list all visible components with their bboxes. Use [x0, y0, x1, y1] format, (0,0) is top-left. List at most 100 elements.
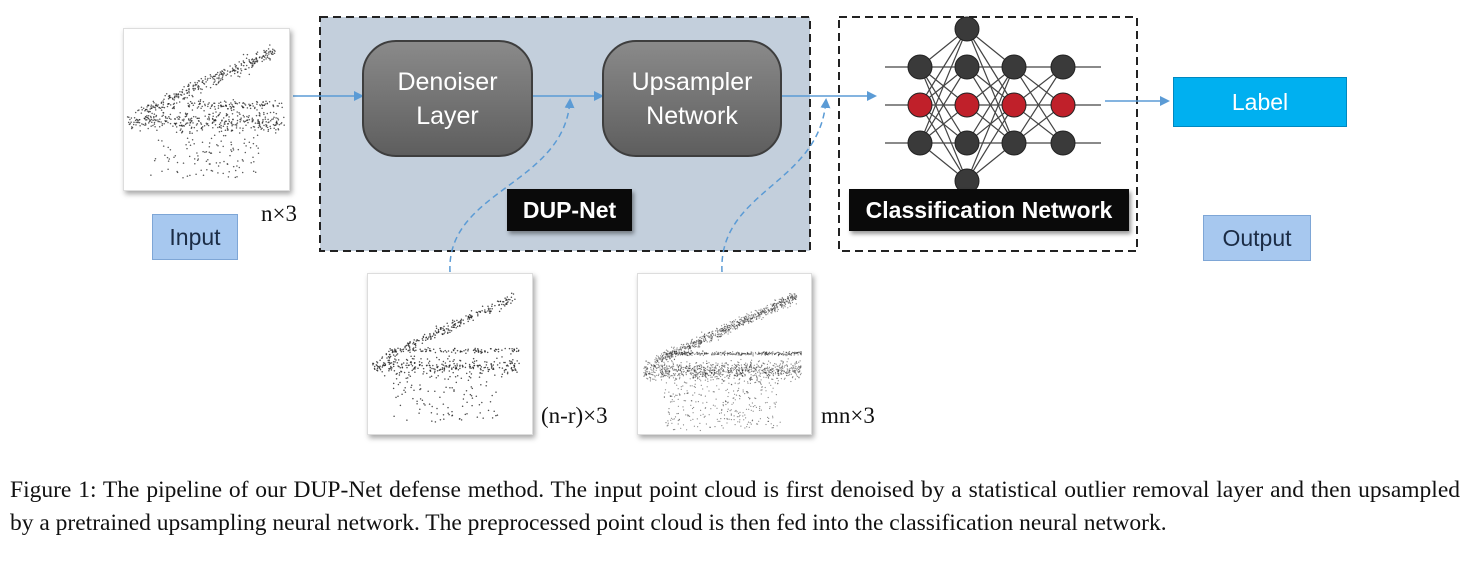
- point: [224, 134, 227, 137]
- point: [683, 350, 685, 352]
- point: [494, 304, 496, 307]
- point: [716, 353, 718, 355]
- point: [202, 82, 205, 85]
- point: [224, 69, 226, 71]
- point: [128, 123, 131, 126]
- point: [782, 368, 784, 370]
- point: [662, 367, 664, 370]
- point: [243, 61, 245, 64]
- point: [794, 364, 796, 366]
- point: [678, 378, 681, 380]
- point: [454, 375, 457, 378]
- point: [685, 347, 688, 349]
- point: [446, 322, 448, 325]
- point: [239, 127, 241, 129]
- point: [392, 363, 395, 365]
- point: [144, 122, 147, 125]
- point: [379, 359, 381, 362]
- point: [423, 402, 425, 405]
- point: [768, 366, 771, 368]
- point: [477, 365, 479, 368]
- point: [655, 359, 658, 361]
- point: [775, 306, 777, 308]
- point: [721, 425, 723, 427]
- point: [773, 365, 775, 367]
- point: [518, 362, 520, 365]
- point: [750, 311, 752, 313]
- point: [246, 53, 249, 56]
- point: [224, 129, 227, 131]
- point: [677, 374, 679, 377]
- point: [768, 360, 770, 362]
- point: [435, 356, 438, 359]
- point: [782, 362, 784, 364]
- point: [471, 404, 473, 407]
- point: [426, 364, 428, 367]
- point: [694, 380, 696, 382]
- point: [149, 110, 151, 113]
- point: [783, 305, 785, 307]
- point: [744, 353, 746, 355]
- point: [459, 367, 461, 370]
- point: [680, 368, 682, 370]
- point: [198, 120, 200, 122]
- point: [254, 129, 256, 131]
- point: [674, 373, 677, 375]
- point: [713, 374, 715, 376]
- point: [481, 372, 483, 375]
- point: [492, 368, 495, 370]
- point: [210, 137, 213, 140]
- point: [442, 360, 445, 363]
- point: [679, 375, 681, 377]
- point: [151, 121, 153, 124]
- point: [203, 125, 206, 127]
- point: [702, 367, 704, 369]
- point: [167, 95, 170, 97]
- point: [234, 100, 236, 103]
- point: [750, 423, 752, 425]
- point: [400, 370, 403, 373]
- point: [392, 382, 395, 385]
- point: [477, 313, 479, 315]
- point: [666, 365, 668, 367]
- point: [683, 346, 685, 348]
- point: [770, 371, 772, 374]
- point: [406, 362, 408, 364]
- point: [765, 376, 767, 379]
- point: [263, 49, 265, 52]
- point: [714, 426, 716, 428]
- point: [269, 51, 271, 53]
- point: [662, 376, 664, 378]
- point: [217, 144, 219, 147]
- point: [467, 320, 469, 323]
- point: [442, 327, 444, 330]
- point: [768, 371, 770, 373]
- point: [743, 367, 745, 369]
- point: [767, 313, 769, 315]
- point: [162, 145, 165, 147]
- point: [468, 314, 471, 316]
- point: [399, 366, 402, 369]
- point: [676, 364, 678, 366]
- point: [219, 162, 221, 164]
- point: [259, 115, 261, 117]
- point: [252, 137, 255, 139]
- point: [731, 364, 733, 367]
- point: [687, 368, 689, 370]
- point: [745, 365, 747, 367]
- point: [672, 353, 674, 355]
- point: [256, 51, 259, 53]
- point: [747, 421, 750, 423]
- point: [781, 306, 783, 308]
- point: [754, 309, 756, 312]
- point: [148, 110, 150, 113]
- point: [668, 368, 670, 370]
- point: [666, 425, 668, 427]
- point: [704, 395, 706, 397]
- point: [668, 377, 670, 379]
- point: [776, 425, 778, 427]
- point: [199, 122, 202, 124]
- point: [781, 298, 783, 300]
- point: [656, 363, 658, 366]
- point: [189, 81, 192, 84]
